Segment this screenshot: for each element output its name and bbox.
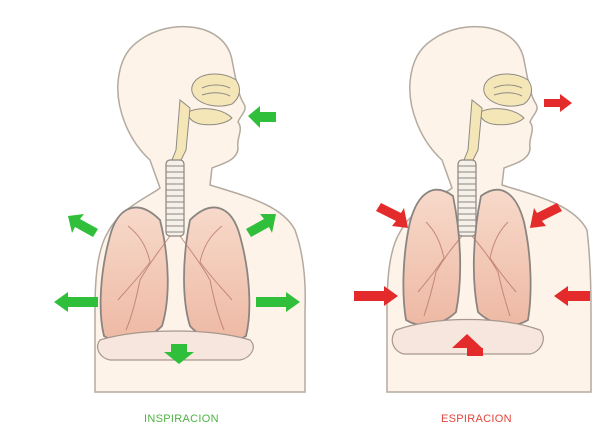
figure-espiracion (354, 27, 591, 392)
arrow-out-lower-left-icon (54, 292, 98, 312)
arrow-in-upper-left-icon (376, 203, 408, 228)
caption-inspiracion: INSPIRACION (144, 413, 219, 425)
arrow-air-in-icon (248, 106, 276, 128)
caption-espiracion: ESPIRACION (441, 413, 512, 425)
figure-inspiracion (54, 27, 305, 392)
trachea (166, 160, 184, 236)
trachea (458, 160, 476, 236)
arrow-out-upper-left-icon (68, 214, 98, 237)
arrow-air-out-icon (544, 94, 572, 112)
lung-right-side-of-body (403, 190, 460, 325)
